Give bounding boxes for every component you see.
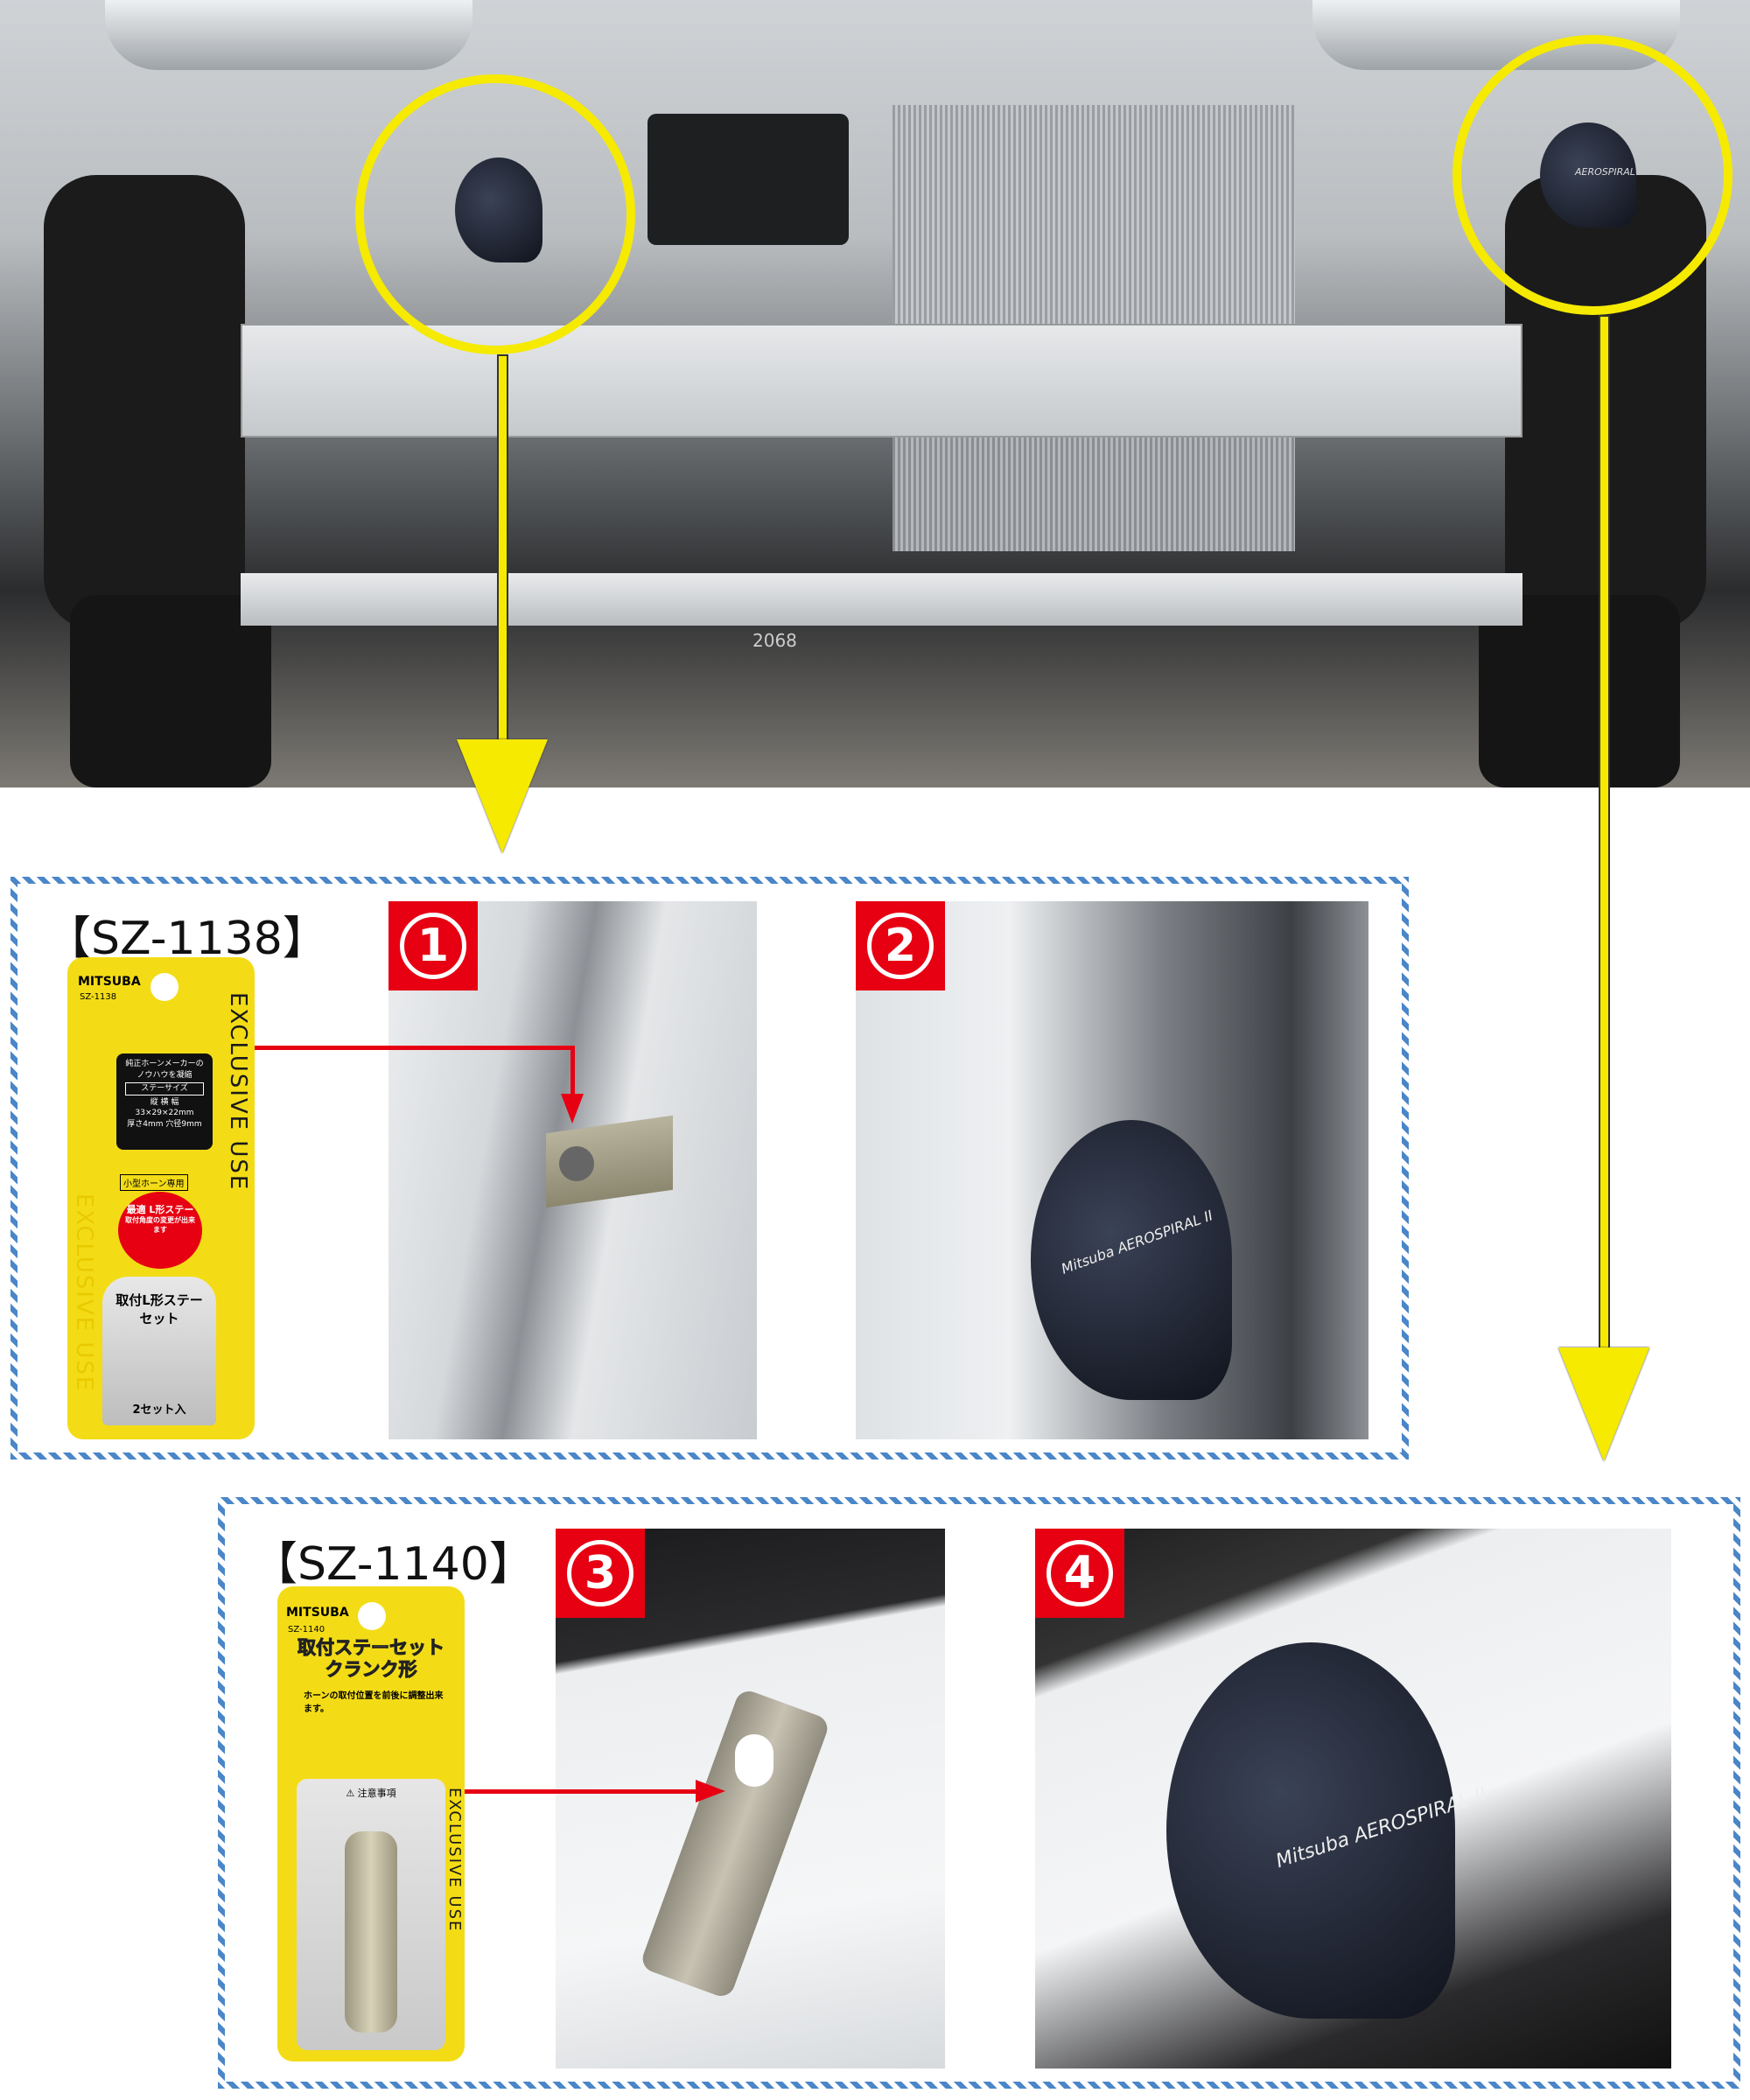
side-text: EXCLUSIVE USE (225, 992, 251, 1192)
arrow-right-shaft (1599, 315, 1610, 1356)
highlight-circle-right (1452, 35, 1732, 315)
info-line: ノウハウを凝縮 (136, 1070, 192, 1080)
step4-photo: Mitsuba AEROSPIRAL II (1035, 1529, 1671, 2068)
size-dims: 33×29×22mm (135, 1109, 194, 1118)
bumper-reinforcement (241, 324, 1522, 438)
red-circle-badge: 最適 L形ステー 取付角度の変更が出来ます (118, 1192, 202, 1269)
package-brand: MITSUBA (286, 1606, 349, 1620)
step-number: 3 (567, 1540, 634, 1606)
info-line: 純正ホーンメーカーの (125, 1060, 204, 1068)
sz1140-label: 【SZ-1140】 (252, 1538, 535, 1591)
highlight-circle-left (355, 74, 635, 354)
left-headlight (105, 0, 472, 70)
horn (1031, 1120, 1232, 1400)
lower-beam (241, 573, 1522, 626)
circle-sub: 取付角度の変更が出来ます (125, 1216, 195, 1234)
right-tire (1479, 595, 1680, 788)
package-model: SZ-1138 (80, 992, 117, 1002)
product-panel: 取付L形ステーセット 2セット入 (102, 1277, 216, 1425)
step-badge-1: 1 (388, 901, 478, 990)
step-number: 4 (1046, 1540, 1113, 1606)
side-text: EXCLUSIVE USE (445, 1788, 464, 1933)
step-number: 2 (867, 913, 934, 979)
step2-photo: Mitsuba AEROSPIRAL II (856, 901, 1368, 1439)
sz1138-package: MITSUBA SZ-1138 純正ホーンメーカーの ノウハウを凝縮 ステーサイ… (67, 957, 255, 1439)
caution-text: ⚠ 注意事項 (346, 1788, 396, 1799)
ecu-box (648, 114, 849, 245)
red-pointer-line (255, 1046, 575, 1050)
package-count: 2セット入 (132, 1404, 186, 1417)
sz1140-package: MITSUBA SZ-1140 取付ステーセット クランク形 ホーンの取付位置を… (277, 1586, 465, 2062)
package-model: SZ-1140 (288, 1625, 326, 1634)
title-line: 取付ステーセット (298, 1636, 445, 1658)
size-info-panel: 純正ホーンメーカーの ノウハウを凝縮 ステーサイズ 縦 横 幅 33×29×22… (116, 1054, 213, 1150)
title-line: クランク形 (325, 1659, 417, 1681)
red-pointer-line (465, 1789, 701, 1794)
arrow-right-head (1558, 1348, 1649, 1461)
blister: ⚠ 注意事項 (297, 1779, 445, 2050)
step-badge-3: 3 (556, 1529, 645, 1618)
red-pointer-head (561, 1094, 584, 1124)
step3-photo (556, 1529, 945, 2068)
left-fender-liner (44, 175, 245, 630)
crank-bracket (639, 1687, 831, 2000)
car-front-photo: 2068 AEROSPIRAL (0, 0, 1750, 788)
step1-photo (388, 901, 757, 1439)
product-name: 取付L形ステーセット (116, 1292, 203, 1326)
package-tag: 小型ホーン専用 (120, 1174, 188, 1191)
left-tire (70, 595, 271, 788)
step-number: 1 (400, 913, 466, 979)
side-text-left: EXCLUSIVE USE (71, 1194, 97, 1393)
size-extra: 厚さ4mm 穴径9mm (127, 1119, 202, 1129)
bolt (559, 1146, 594, 1181)
size-title: ステーサイズ (125, 1082, 204, 1096)
arrow-left-head (457, 739, 548, 853)
step-badge-4: 4 (1035, 1529, 1124, 1618)
radiator (892, 105, 1295, 324)
crank-bracket (345, 1831, 397, 2033)
package-desc: ホーンの取付位置を前後に調整出来ます。 (304, 1691, 444, 1714)
package-title: 取付ステーセット クランク形 (286, 1636, 456, 1681)
size-head: 縦 横 幅 (150, 1097, 179, 1107)
arrow-left-shaft (497, 354, 508, 748)
bracket-slot (735, 1734, 774, 1787)
red-pointer-head (696, 1780, 725, 1802)
circle-title: 最適 L形ステー (126, 1204, 194, 1215)
package-brand: MITSUBA (78, 975, 141, 989)
red-pointer-line (570, 1046, 575, 1098)
plate-text: 2068 (752, 630, 797, 651)
hang-hole (358, 1602, 386, 1630)
sz1138-label: 【SZ-1138】 (46, 913, 328, 965)
condenser (892, 438, 1295, 551)
horn (1166, 1642, 1455, 2019)
hang-hole (150, 973, 178, 1001)
step-badge-2: 2 (856, 901, 945, 990)
